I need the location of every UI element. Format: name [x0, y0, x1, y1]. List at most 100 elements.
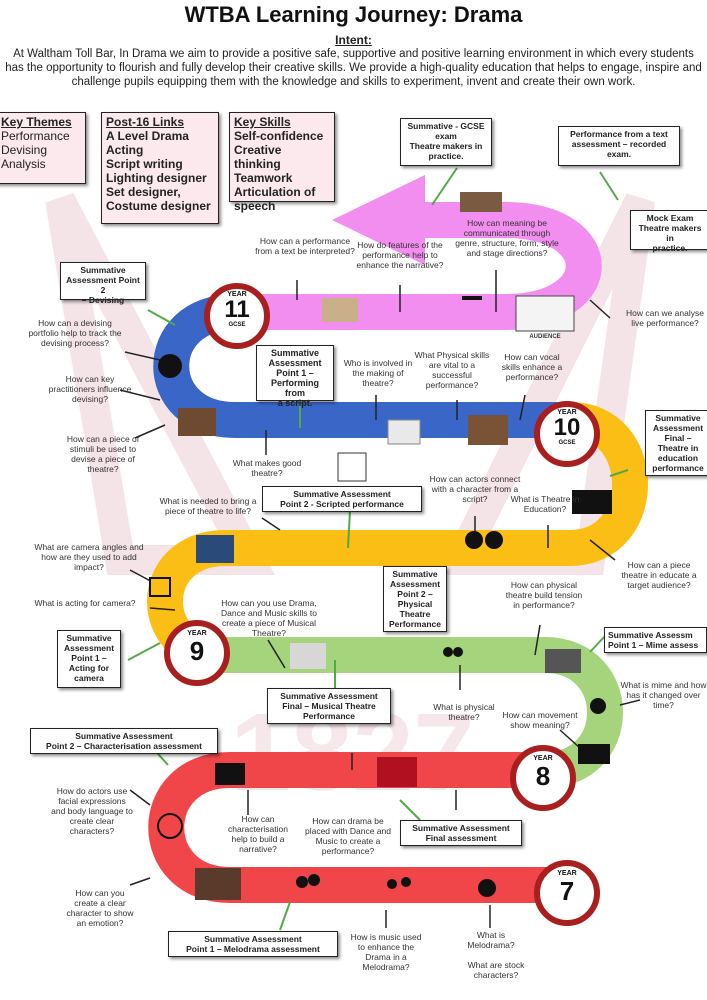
year-label: YEAR	[557, 870, 577, 877]
question: How can a piece of stimuli be used to de…	[66, 434, 140, 474]
question: How can a piece theatre in educate a tar…	[621, 560, 697, 590]
assessment-line: a script.	[277, 398, 313, 408]
year-number: 8	[535, 761, 551, 791]
question: How can key practitioners influence devi…	[48, 374, 132, 404]
intent-heading: Intent:	[335, 33, 372, 47]
assessment-line: Summative	[66, 633, 112, 643]
question: How can you create a clear character to …	[66, 888, 134, 928]
assessment-line: Point 2 – Characterisation assessment	[46, 741, 202, 751]
assessment-line: Summative	[655, 413, 701, 423]
assessment-line: Point 1 –	[276, 368, 314, 378]
assessment-line: Summative Assessm	[608, 630, 693, 640]
assessment-line: Assessment	[268, 358, 322, 368]
question: How can you use Drama, Dance and Music s…	[221, 598, 317, 638]
post16-heading: Post-16 Links	[106, 115, 185, 129]
key-skill-item: Articulation of	[234, 185, 316, 199]
year11-badge: YEAR 11 GCSE	[212, 291, 262, 328]
page-title: WTBA Learning Journey: Drama	[184, 2, 523, 27]
year8-badge: YEAR 8	[518, 755, 568, 790]
assessment-line: Point 2 - Scripted performance	[280, 499, 404, 509]
year-number: 9	[189, 636, 205, 666]
key-themes-box: Key Themes Performance Devising Analysis	[0, 112, 86, 184]
question: How can vocal skills enhance a performan…	[501, 352, 563, 382]
assessment-line: Point 1 – Mime assess	[608, 640, 699, 650]
question: What is needed to bring a piece of theat…	[159, 496, 257, 516]
assessment-line: Performance from a text	[570, 129, 668, 139]
question: How can a performance from a text be int…	[255, 236, 355, 256]
question: What is Melodrama?	[467, 930, 515, 950]
post16-item: Set designer,	[106, 185, 181, 199]
question: What Physical skills are vital to a succ…	[414, 350, 490, 390]
assessment-line: Final assessment	[425, 833, 497, 843]
key-skill-item: Self-confidence	[234, 129, 324, 143]
year-badges	[164, 283, 600, 926]
question: How can movement show meaning?	[502, 710, 578, 730]
assessment-line: Summative	[80, 265, 126, 275]
assessment-line: Summative Assessment	[280, 691, 378, 701]
question: How can actors connect with a character …	[429, 474, 521, 504]
question: How do actors use facial expressions and…	[51, 786, 133, 836]
assessment-line: camera	[74, 673, 104, 683]
key-themes-heading: Key Themes	[1, 115, 72, 129]
question: What is mime and how has it changed over…	[620, 680, 707, 710]
year7-badge: YEAR 7	[542, 870, 592, 905]
assessment-line: Mock Exam	[646, 213, 694, 223]
post16-box: Post-16 Links A Level Drama Acting Scrip…	[101, 112, 219, 224]
year-label: YEAR	[533, 755, 553, 762]
intent-line: challenge pupils equipping them with the…	[71, 76, 636, 88]
question: How do features of the performance help …	[356, 240, 444, 270]
assessment-line: Theatre	[399, 609, 431, 619]
post16-item: Script writing	[106, 157, 183, 171]
year-sub: GCSE	[558, 440, 576, 446]
assessment-line: Final –	[664, 433, 692, 443]
assessment-line: assessment – recorded	[571, 139, 667, 149]
assessment-line: Assessment	[652, 423, 704, 433]
assessment-line: Assessment Point 2	[66, 275, 140, 295]
year9-badge: YEAR 9	[172, 630, 222, 665]
question: What is Theatre in Education?	[510, 494, 580, 514]
intent-text: At Waltham Toll Bar, In Drama we aim to …	[0, 47, 707, 89]
question: How is music used to enhance the Drama i…	[350, 932, 422, 972]
year-label: YEAR	[557, 409, 577, 416]
key-theme-item: Devising	[1, 143, 48, 157]
assessment-line: Assessment	[389, 579, 441, 589]
assessment-line: Performing from	[270, 378, 319, 398]
assessment-line: practice.	[428, 151, 464, 161]
assessment-line: Theatre makers in	[638, 223, 702, 243]
key-theme-item: Analysis	[1, 157, 46, 171]
assessment-line: Point 1 –	[71, 653, 107, 663]
key-skill-item: speech	[234, 199, 276, 213]
question: How can characterisation help to build a…	[227, 814, 288, 854]
assessment-line: Theatre makers in	[409, 141, 483, 151]
question: What makes good theatre?	[232, 458, 302, 478]
question: Who is involved in the making of theatre…	[343, 358, 413, 388]
assessment-line: Performance	[303, 711, 355, 721]
assessment-line: Summative Assessment	[75, 731, 173, 741]
assessment-line: Final – Musical Theatre	[282, 701, 376, 711]
year11-arrow	[332, 175, 425, 265]
photo-placeholders	[178, 192, 581, 900]
assessment-line: Summative Assessment	[293, 489, 391, 499]
assessment-line: performance	[652, 463, 704, 473]
assessment-line: practice.	[652, 243, 688, 253]
question: What are stock characters?	[467, 960, 525, 980]
key-skill-item: Teamwork	[234, 171, 293, 185]
assessment-line: education	[657, 453, 699, 463]
assessment-line: Summative	[392, 569, 438, 579]
assessment-line: Acting for	[68, 663, 110, 673]
key-skills-heading: Key Skills	[234, 115, 291, 129]
question: What are camera angles and how are they …	[34, 542, 144, 572]
question: What is physical theatre?	[433, 702, 495, 722]
intent-line: At Waltham Toll Bar, In Drama we aim to …	[13, 48, 694, 60]
post16-item: Lighting designer	[106, 171, 207, 185]
year-label: YEAR	[227, 291, 247, 298]
